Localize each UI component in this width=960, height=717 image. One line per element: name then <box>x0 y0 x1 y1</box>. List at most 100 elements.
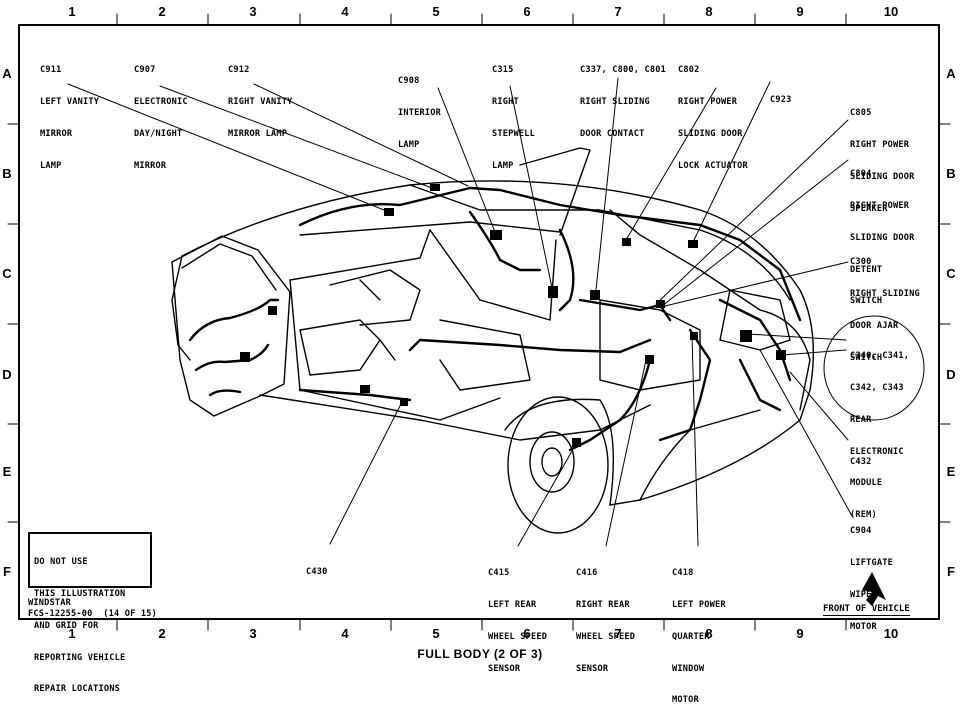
callout-line: MIRROR LAMP <box>228 128 288 139</box>
callout-line: LAMP <box>40 160 62 171</box>
grid-col-9-top: 9 <box>796 4 804 19</box>
notice-line: THIS ILLUSTRATION <box>34 588 126 599</box>
callout-c337-c800-c801: C337, C800, C801 RIGHT SLIDING DOOR CONT… <box>580 44 666 150</box>
callout-c907: C907 ELECTRONIC DAY/NIGHT MIRROR <box>134 44 188 182</box>
notice-line: AND GRID FOR <box>34 620 99 631</box>
grid-col-3-top: 3 <box>249 4 257 19</box>
callout-c923: C923 <box>770 74 792 116</box>
callout-line: SENSOR <box>488 663 521 674</box>
callout-c805: C805 RIGHT POWER SLIDING DOOR SPEAKER <box>850 87 915 225</box>
figure-code: FCS-12255-00 (14 OF 15) <box>28 609 157 619</box>
callout-c416: C416 RIGHT REAR WHEEL SPEED SENSOR <box>576 547 635 685</box>
vehicle-wiring-illustration <box>7 13 951 631</box>
callout-line: RIGHT REAR <box>576 599 630 610</box>
callout-line: LOCK ACTUATOR <box>678 160 748 171</box>
callout-line: C337, C800, C801 <box>580 65 666 76</box>
callout-line: WINDOW <box>672 663 705 674</box>
callout-c300: C300 RIGHT SLIDING DOOR AJAR SWITCH <box>850 236 920 374</box>
callout-line: DETENT <box>850 264 883 275</box>
grid-col-7-top: 7 <box>614 4 622 19</box>
grid-row-c-right: C <box>946 266 956 281</box>
callout-line: MIRROR <box>40 128 73 139</box>
grid-col-7-bottom: 7 <box>614 626 622 641</box>
grid-col-2-top: 2 <box>158 4 166 19</box>
grid-col-8-top: 8 <box>705 4 713 19</box>
leader-lines <box>67 77 853 547</box>
callout-line: MIRROR <box>134 160 167 171</box>
grid-col-4-top: 4 <box>341 4 349 19</box>
callout-line: RIGHT POWER <box>850 139 910 150</box>
grid-row-f-left: F <box>3 564 11 579</box>
callout-line: WHEEL SPEED <box>576 631 636 642</box>
callout-line: MOTOR <box>672 695 699 706</box>
callout-line: SPEAKER <box>850 203 888 214</box>
callout-c912: C912 RIGHT VANITY MIRROR LAMP <box>228 44 293 150</box>
callout-line: DOOR AJAR <box>850 320 899 331</box>
callout-line: LAMP <box>398 139 420 150</box>
callout-line: C416 <box>576 568 598 579</box>
front-of-vehicle-arrow-icon <box>862 572 886 606</box>
callout-line: ELECTRONIC <box>134 96 188 107</box>
diagram-frame <box>18 24 940 620</box>
grid-row-c-left: C <box>2 266 12 281</box>
notice-line: REPORTING VEHICLE <box>34 652 126 663</box>
front-of-vehicle-label: FRONT OF VEHICLE <box>823 604 910 616</box>
callout-line: MODULE <box>850 478 883 489</box>
grid-row-b-left: B <box>2 166 12 181</box>
callout-line: RIGHT VANITY <box>228 96 293 107</box>
callout-line: C907 <box>134 65 156 76</box>
callout-line: (REM) <box>850 510 877 521</box>
grid-row-e-left: E <box>2 464 12 479</box>
grid-row-e-right: E <box>946 464 956 479</box>
callout-c802: C802 RIGHT POWER SLIDING DOOR LOCK ACTUA… <box>678 44 748 182</box>
callout-line: SLIDING DOOR <box>850 232 915 243</box>
callout-line: LAMP <box>492 160 514 171</box>
page-caption: FULL BODY (2 OF 3) <box>417 647 543 661</box>
callout-line: LEFT REAR <box>488 599 537 610</box>
callout-c911: C911 LEFT VANITY MIRROR LAMP <box>40 44 99 182</box>
callout-line: SENSOR <box>576 663 609 674</box>
callout-line: QUARTER <box>672 631 710 642</box>
callout-line: C904 <box>850 526 872 537</box>
callout-line: C923 <box>770 95 792 106</box>
callout-line: INTERIOR <box>398 107 441 118</box>
callout-line: REAR <box>850 414 872 425</box>
wiring-harness <box>188 186 802 452</box>
callout-line: C802 <box>678 65 700 76</box>
grid-col-9-bottom: 9 <box>796 626 804 641</box>
model-name: WINDSTAR <box>28 598 71 608</box>
callout-line: SWITCH <box>850 296 883 307</box>
callout-line: C805 <box>850 108 872 119</box>
grid-col-2-bottom: 2 <box>158 626 166 641</box>
grid-col-6-top: 6 <box>523 4 531 19</box>
callout-line: WIPER <box>850 589 877 600</box>
callout-line: LIFTGATE <box>850 557 893 568</box>
callout-c904: C904 LIFTGATE WIPER MOTOR <box>850 505 893 643</box>
callout-line: LEFT VANITY <box>40 96 100 107</box>
grid-row-b-right: B <box>946 166 956 181</box>
grid-row-d-right: D <box>946 367 956 382</box>
grid-col-5-top: 5 <box>432 4 440 19</box>
grid-row-f-right: F <box>947 564 955 579</box>
grid-col-6-bottom: 6 <box>523 626 531 641</box>
grid-col-10-top: 10 <box>883 4 899 19</box>
notice-text: DO NOT USE THIS ILLUSTRATION AND GRID FO… <box>34 536 146 716</box>
callout-line: WHEEL SPEED <box>488 631 548 642</box>
callout-c415: C415 LEFT REAR WHEEL SPEED SENSOR <box>488 547 547 685</box>
callout-line: C340, C341, <box>850 351 910 362</box>
callout-c908: C908 INTERIOR LAMP <box>398 55 441 161</box>
callout-c315: C315 RIGHT STEPWELL LAMP <box>492 44 535 182</box>
callout-c432: C432 <box>850 436 872 478</box>
callout-line: C342, C343 <box>850 382 904 393</box>
callout-line: C912 <box>228 65 250 76</box>
grid-col-8-bottom: 8 <box>705 626 713 641</box>
callout-c804: C804 RIGHT POWER SLIDING DOOR DETENT SWI… <box>850 148 915 318</box>
grid-col-4-bottom: 4 <box>341 626 349 641</box>
callout-line: RIGHT POWER <box>678 96 738 107</box>
callout-line: C432 <box>850 457 872 468</box>
grid-col-10-bottom: 10 <box>883 626 899 641</box>
callout-c418: C418 LEFT POWER QUARTER WINDOW MOTOR <box>672 547 726 717</box>
grid-row-d-left: D <box>2 367 12 382</box>
rem-outline <box>823 315 925 421</box>
callout-line: DAY/NIGHT <box>134 128 183 139</box>
